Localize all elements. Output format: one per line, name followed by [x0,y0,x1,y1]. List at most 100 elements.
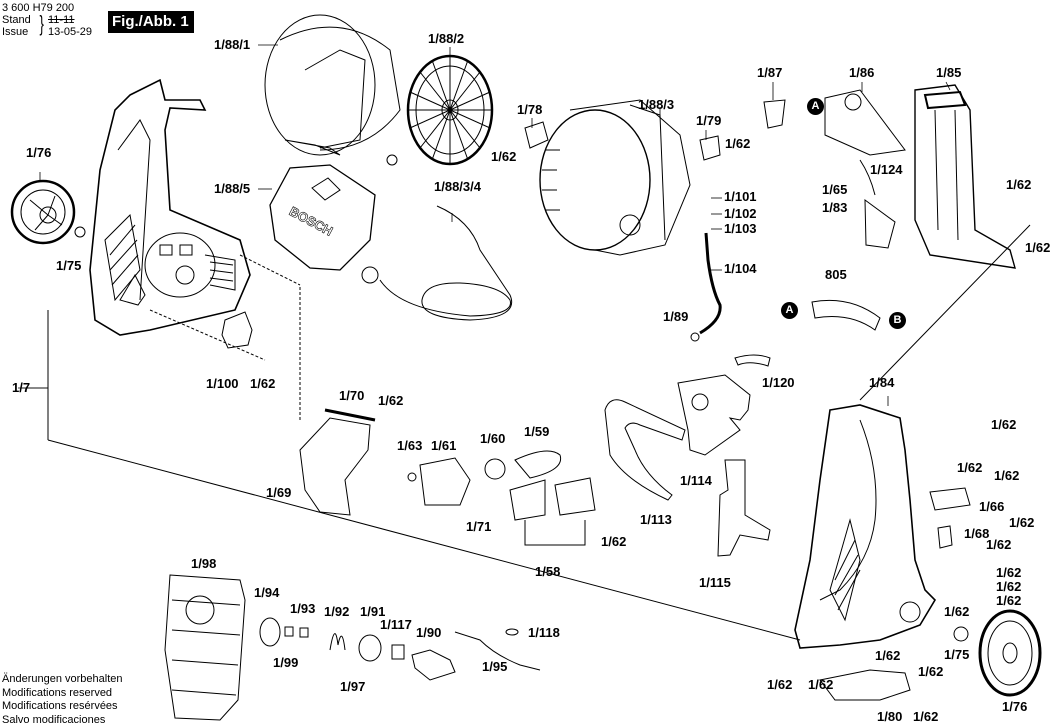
filter-87-part [763,99,786,129]
connection-marker-a-bottom: A [781,302,798,319]
cover-98-part [164,574,246,721]
plate-117-part [391,644,405,660]
part-label: 1/62 [1009,515,1035,530]
part-label: 1/102 [724,206,757,221]
part-label: 1/97 [340,679,366,694]
part-label: 1/59 [524,424,550,439]
part-label: 1/62 [986,537,1012,552]
strip-120-part [734,354,771,367]
part-label: 1/62 [1025,240,1051,255]
bracket-78-part [524,121,549,149]
drum-housing-part [264,14,401,156]
part-label: 1/93 [290,601,316,616]
plate-58b-part [554,477,596,516]
handle-85-part [914,84,1016,269]
part-label: 1/62 [996,565,1022,580]
part-label: 1/70 [339,388,365,403]
brace-glyph: } [39,11,44,36]
stand-label: Stand [2,14,31,26]
part-label: 1/100 [206,376,239,391]
part-label: 1/76 [1002,699,1028,714]
bosch-logo-text: BOSCH [287,203,335,238]
part-label: 1/115 [699,575,731,590]
inlet-hose-part [699,232,722,335]
part-label: 1/62 [913,709,939,724]
connection-marker-a-top: A [807,98,824,115]
modifications-disclaimer: Änderungen vorbehalten Modifications res… [2,673,122,727]
part-label: 1/117 [380,617,412,632]
issue-value: 13-05-29 [48,26,93,38]
part-label: 1/62 [875,648,901,663]
ring-94-part [259,617,281,647]
part-label: 1/91 [360,604,386,619]
disclaimer-line-de: Änderungen vorbehalten [2,673,123,685]
stand-row: Stand 11-11 [2,14,75,26]
figure-badge: Fig./Abb. 1 [108,11,194,33]
part-label: 1/65 [822,182,848,197]
part-label: 1/76 [26,145,52,160]
issue-label: Issue [2,26,29,38]
part-label: 1/88/3/4 [434,179,481,194]
drum-part [539,99,691,256]
part-label: 1/61 [431,438,457,453]
part-label: 1/62 [991,417,1017,432]
part-label: 1/99 [273,655,299,670]
part-label: 1/86 [849,65,875,80]
part-label: 1/58 [535,564,561,579]
part-label: 1/113 [640,512,672,527]
document-number: 3 600 H79 200 [2,2,75,14]
switch-83-part [864,198,896,249]
part-label: 1/62 [957,460,983,475]
bracket-66-part [929,487,971,511]
seal-60-part [484,458,506,480]
part-label: 1/62 [918,664,944,679]
part-label: 1/83 [822,200,848,215]
disclaimer-line-es: Salvo modificaciones [2,713,106,726]
housing-right-part [794,404,937,649]
part-label: 1/79 [696,113,722,128]
part-115 [717,459,771,557]
hose-piece-805-part [811,299,881,331]
switch-90-part [411,649,456,681]
part-label: 1/62 [250,376,276,391]
capacitor-59-part [514,450,562,479]
part-label: 1/95 [482,659,508,674]
stand-value: 11-11 [48,14,75,26]
cable-95-part [454,631,541,671]
part-label: 1/75 [944,647,970,662]
pump-cover-70-part [299,417,371,516]
part-label: 1/71 [466,519,492,534]
part-label: 1/62 [994,468,1020,483]
part-label: 1/88/3 [638,97,675,112]
part-label: 1/69 [266,485,292,500]
wheel-cap-left-part [74,226,86,238]
part-label: 1/90 [416,625,442,640]
part-label: 1/104 [724,261,757,276]
housing-114-part [677,374,751,456]
part-label: 1/62 [601,534,627,549]
part-label: 1/62 [491,149,517,164]
part-label: 1/120 [762,375,795,390]
part-label: 1/62 [1006,177,1032,192]
part-label: 1/60 [480,431,506,446]
wheel-left-part [10,179,76,245]
part-label: 1/62 [725,136,751,151]
part-label: 1/92 [324,604,350,619]
small-cover-part [221,311,253,349]
disclaimer-line-en: Modifications reserved [2,686,113,699]
washer-118-part [505,628,519,636]
part-label: 1/94 [254,585,280,600]
foot-80-part [819,669,911,701]
part-label: 1/62 [808,677,834,692]
spring-92-part [329,633,346,651]
wheel-right-part [978,609,1042,697]
part-label: 1/62 [944,604,970,619]
part-label: 1/101 [724,189,757,204]
gasket-58a-part [509,479,546,521]
part-label: 1/85 [936,65,962,80]
disclaimer-line-fr: Modifications resérvées [2,700,118,712]
housing-left-part [89,78,251,336]
wheel-cap-right-part [953,626,969,642]
inlet-nut-part [690,332,700,342]
bosch-cover-part [269,164,376,271]
